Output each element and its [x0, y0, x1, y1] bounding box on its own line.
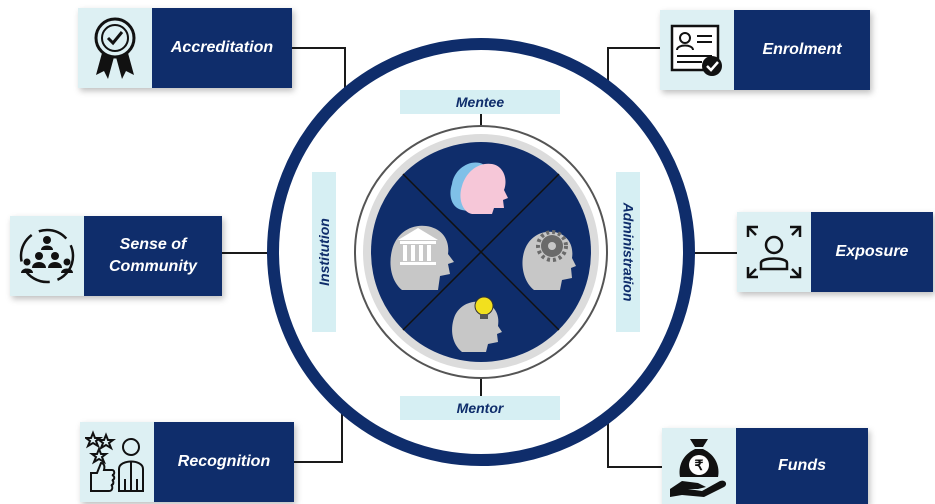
- tag-institution: Institution: [312, 172, 336, 332]
- card-recognition-label: Recognition: [154, 422, 294, 502]
- rupee-money-bag-icon: ₹: [662, 428, 736, 504]
- connector-recognition: [294, 414, 343, 463]
- recognition-thumbs-stars-icon: [80, 422, 154, 502]
- tag-administration: Administration: [616, 172, 640, 332]
- award-ribbon-icon: [78, 8, 152, 88]
- tag-mentee-label: Mentee: [455, 94, 505, 110]
- card-community-line2: Community: [109, 258, 197, 275]
- card-enrolment-label: Enrolment: [734, 10, 870, 90]
- card-funds-label: Funds: [736, 428, 868, 504]
- mentee-heads-icon: [450, 162, 508, 214]
- connector-funds: [607, 414, 662, 468]
- institution-head-icon: [390, 225, 454, 290]
- card-funds: ₹ Funds: [662, 428, 868, 504]
- quadrant-divider-2: [402, 173, 560, 331]
- community-group-icon: [10, 216, 84, 296]
- card-recognition: Recognition: [80, 422, 294, 502]
- card-exposure: Exposure: [737, 212, 933, 292]
- card-exposure-label: Exposure: [811, 212, 933, 292]
- card-enrolment: Enrolment: [660, 10, 870, 90]
- card-accreditation-label: Accreditation: [152, 8, 292, 88]
- tag-mentor: Mentor: [400, 396, 560, 420]
- gear-head-icon: [522, 230, 576, 290]
- tag-institution-label: Institution: [316, 218, 332, 286]
- focus-person-icon: [737, 212, 811, 292]
- card-community-label: Sense of Community: [84, 216, 222, 296]
- tag-mentee: Mentee: [400, 90, 560, 114]
- connector-accreditation: [292, 47, 346, 96]
- lightbulb-head-icon: [452, 296, 502, 352]
- card-community-line1: Sense of: [119, 236, 187, 253]
- id-card-check-icon: [660, 10, 734, 90]
- card-community: Sense of Community: [10, 216, 222, 296]
- svg-text:₹: ₹: [695, 457, 704, 473]
- tag-mentor-label: Mentor: [456, 400, 504, 416]
- card-accreditation: Accreditation: [78, 8, 292, 88]
- tag-administration-label: Administration: [620, 202, 636, 302]
